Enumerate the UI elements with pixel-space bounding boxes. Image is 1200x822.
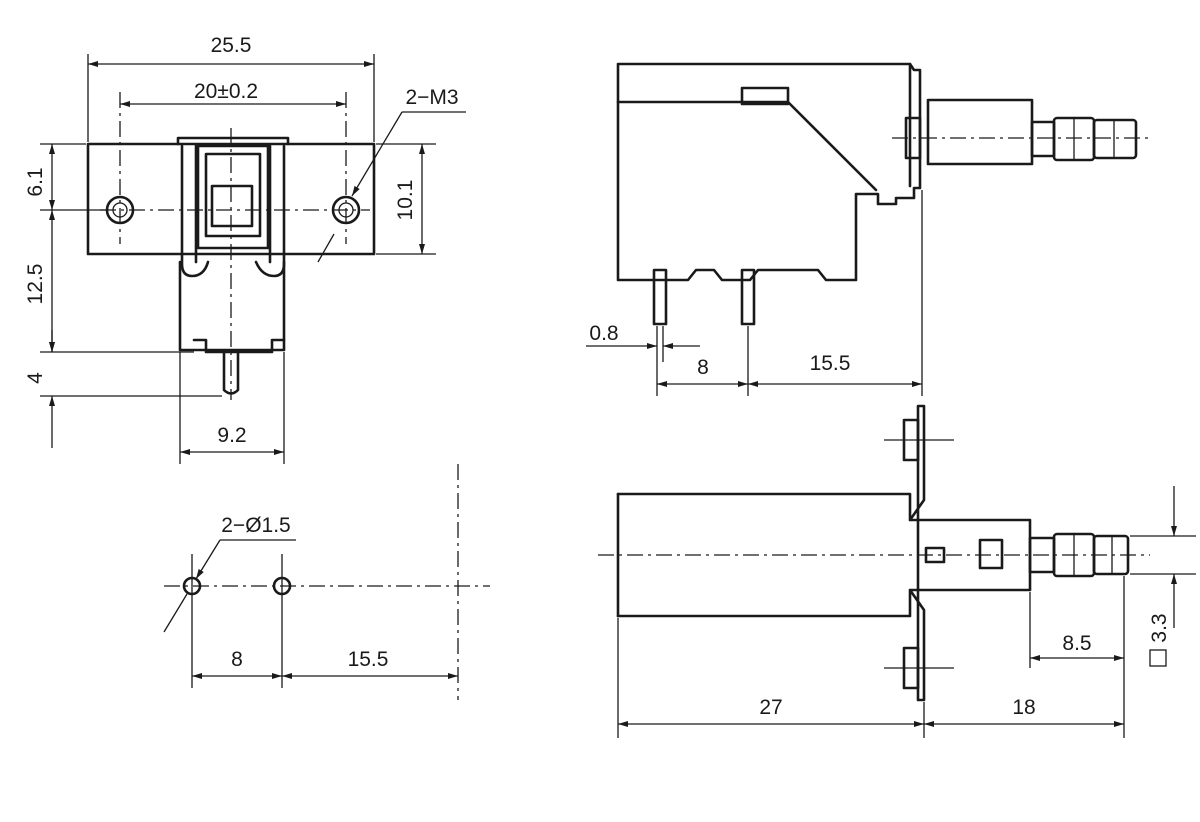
dim-plunger-18: 18	[1012, 696, 1035, 719]
latch-block	[740, 86, 790, 106]
dim-plunger-8-5: 8.5	[1062, 632, 1091, 655]
dim-20-tolerance: 20±0.2	[194, 80, 258, 103]
dim-6-1: 6.1	[24, 167, 47, 196]
plunger-square	[978, 538, 1004, 570]
plunger-tip	[1092, 118, 1138, 160]
dim-hole-offset-15-5: 15.5	[348, 648, 389, 671]
dim-pin-pitch-8: 8	[697, 356, 709, 379]
side-pin-2	[740, 268, 756, 326]
dim-25-5: 25.5	[211, 34, 252, 57]
front-view: 25.5 20±0.2 2−M3 6.1 12.5 4 10.1 9.2	[24, 34, 466, 464]
dim-0-8: 0.8	[589, 322, 618, 345]
dim-9-2: 9.2	[217, 424, 246, 447]
side-pin-1	[652, 268, 668, 326]
dim-body-27: 27	[759, 696, 782, 719]
callout-hole-diameter: 2−Ø1.5	[221, 514, 290, 537]
pcb-hole-pattern: 2−Ø1.5 8 15.5	[163, 464, 490, 700]
dim-12-5: 12.5	[24, 264, 47, 305]
side-view: 0.8 8 15.5	[586, 62, 1150, 396]
dim-hole-pitch-8: 8	[231, 648, 243, 671]
top-view: 27 18 8.5 3.3	[598, 404, 1196, 738]
dim-pin-offset-15-5: 15.5	[810, 352, 851, 375]
dim-10-1: 10.1	[394, 180, 417, 221]
dim-square-3-3: 3.3	[1148, 613, 1171, 642]
callout-2-m3: 2−M3	[405, 86, 458, 109]
square-symbol	[1149, 649, 1167, 667]
dim-4: 4	[24, 372, 47, 384]
